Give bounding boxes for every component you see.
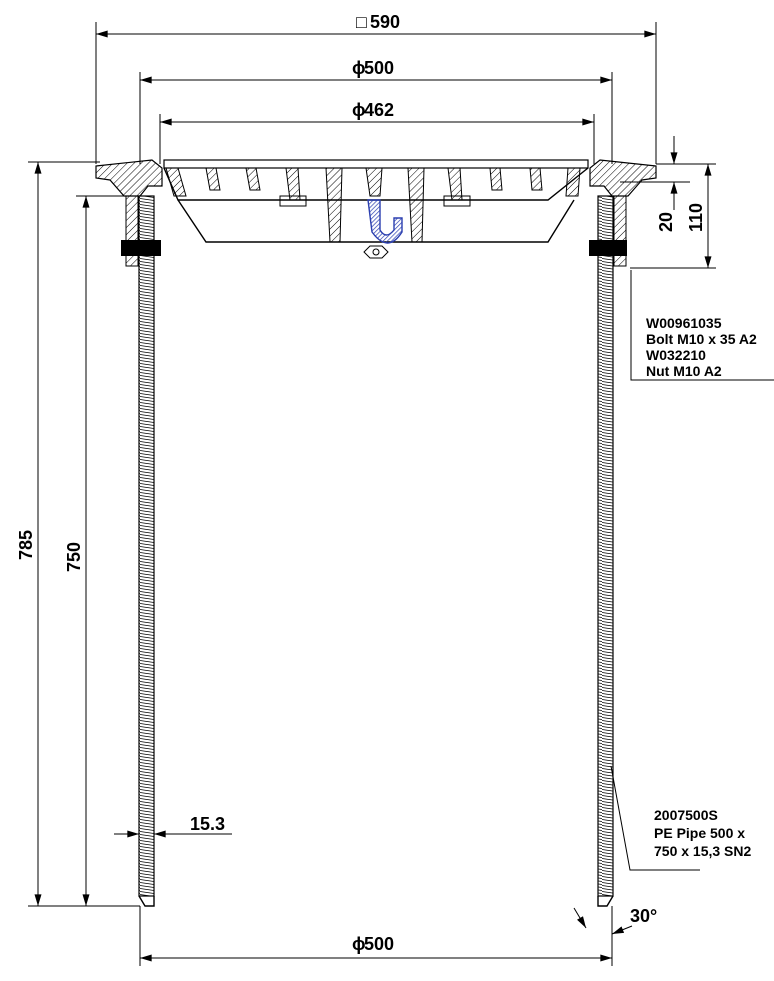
- dim-square-symbol: □: [356, 12, 367, 32]
- pipe-wall-left: [138, 195, 155, 897]
- note-bolt-desc: Bolt M10 x 35 A2: [646, 331, 757, 347]
- bolt-nut-note: W00961035 Bolt M10 x 35 A2 W032210 Nut M…: [646, 315, 757, 379]
- dim-110: 110: [686, 203, 706, 232]
- bolts: [121, 195, 627, 267]
- note-pipe-desc-1: PE Pipe 500 x: [654, 825, 745, 841]
- dim-wall-15-3: 15.3: [190, 814, 225, 834]
- note-nut-part: W032210: [646, 347, 706, 363]
- dim-dia-symbol-bottom: ϕ: [352, 934, 366, 954]
- dim-750: 750: [64, 542, 84, 572]
- dim-dia-462: 462: [364, 100, 394, 120]
- pe-pipe: [138, 195, 614, 907]
- dim-20: 20: [656, 212, 676, 232]
- dim-dia-symbol-top: ϕ: [352, 58, 366, 78]
- dim-dia-symbol-462: ϕ: [352, 100, 366, 120]
- note-bolt-part: W00961035: [646, 315, 722, 331]
- pipe-note: 2007500S PE Pipe 500 x 750 x 15,3 SN2: [654, 807, 752, 859]
- dim-angle-30: 30°: [630, 906, 657, 926]
- pipe-wall-right: [597, 195, 614, 897]
- note-pipe-desc-2: 750 x 15,3 SN2: [654, 843, 752, 859]
- dim-dia-500-top: 500: [364, 58, 394, 78]
- note-nut-desc: Nut M10 A2: [646, 363, 722, 379]
- dimension-labels: □ 590 ϕ 500 ϕ 462 20 110 785 750 15.3 ϕ …: [16, 12, 706, 954]
- dimension-lines: [28, 22, 774, 966]
- manhole-frame: [95, 159, 657, 259]
- lifting-hook: [367, 199, 403, 244]
- note-pipe-part: 2007500S: [654, 807, 718, 823]
- dim-dia-500-bottom: 500: [364, 934, 394, 954]
- dim-square-590: 590: [370, 12, 400, 32]
- center-nut: [363, 245, 389, 259]
- dim-785: 785: [16, 530, 36, 560]
